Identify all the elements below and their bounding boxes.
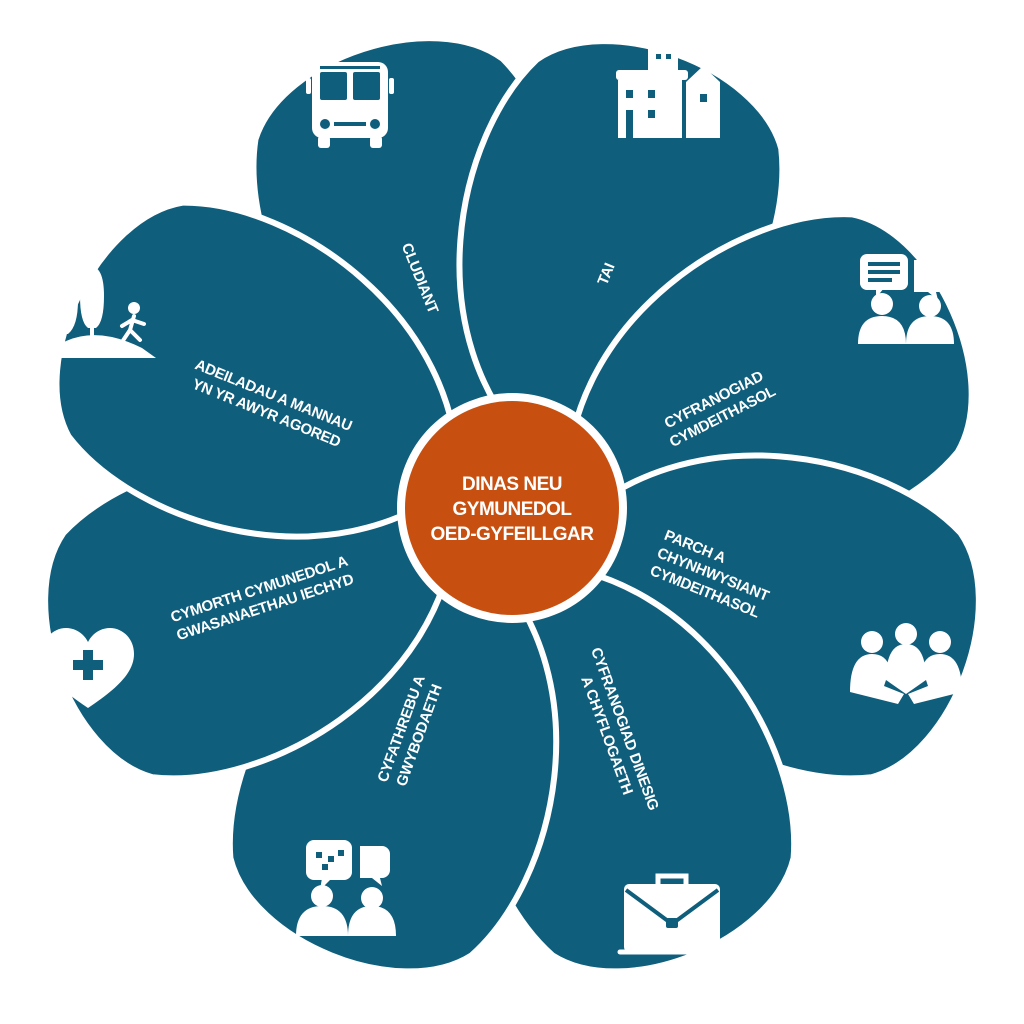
center-title-line: DINAS NEU	[462, 474, 562, 495]
petal-shape	[53, 199, 462, 540]
bus-icon	[306, 62, 394, 148]
center-circle	[397, 393, 627, 623]
group-people-icon	[850, 623, 962, 704]
center-title: DINAS NEU GYMUNEDOL OED-GYFEILLGAR	[431, 474, 595, 545]
center-title-line: OED-GYFEILLGAR	[431, 524, 595, 545]
petal-adeiladau: ADEILADAU A MANNAUYN YR AWYR AGORED	[40, 199, 462, 540]
briefcase-icon	[620, 876, 724, 952]
petal-cyfranogiad-dinesig: CYFRANOGIAD DINESIGA CHYFLOGAETH	[464, 560, 798, 975]
petal-cymorth: CYMORTH CYMUNEDOL AGWASANAETHAU IECHYD	[42, 452, 459, 782]
center-title-line: GYMUNEDOL	[453, 499, 573, 520]
